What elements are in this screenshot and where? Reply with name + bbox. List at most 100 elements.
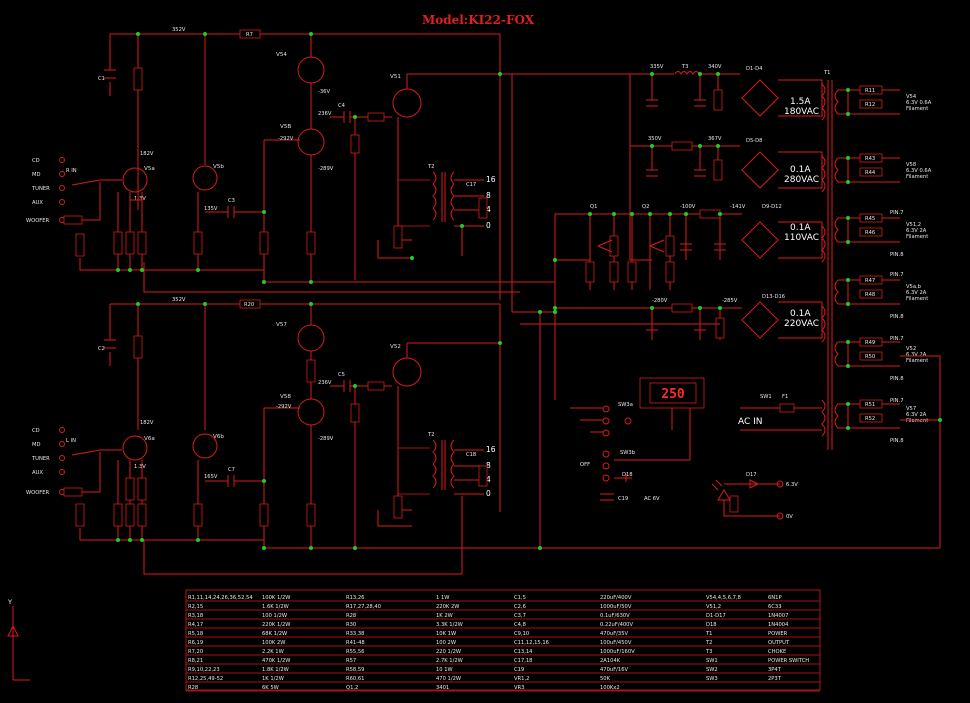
table-cell: SW2: [706, 667, 718, 673]
table-cell: 6K 5W: [262, 685, 279, 691]
resistor-label: R49: [865, 340, 875, 346]
table-cell: CHOKE: [768, 649, 786, 655]
table-cell: R8,21: [188, 658, 203, 664]
resistor-label: R48: [865, 292, 875, 298]
filament-tube: V58: [906, 162, 916, 168]
output-tap: 16: [486, 445, 496, 454]
tube-label: V52: [390, 344, 401, 350]
input-label: TUNER: [31, 186, 50, 192]
tube-label: V58: [280, 394, 291, 400]
left-channel-amplifier: R20 352V C2 V6a 182V 1.3V V6b 165V C7 V5…: [75, 297, 940, 575]
table-cell: C2,6: [514, 604, 526, 610]
table-cell: 1.6K 1/2W: [262, 604, 289, 610]
capacitor-label: C4: [338, 103, 346, 109]
capacitor-label: C2: [98, 346, 105, 352]
fuse-label: F1: [782, 394, 788, 400]
table-cell: 1.8K 1/2W: [262, 667, 289, 673]
power-supply: T3 335V 340V 350V 367V D1-D4 D5-D8 D9-D1…: [500, 64, 941, 548]
table-cell: 100 1/2W: [262, 613, 287, 619]
bridge-label: D1-D4: [746, 66, 763, 72]
table-cell: 0.22uF/400V: [600, 622, 633, 628]
voltage-label: -289V: [318, 436, 334, 442]
rating-current: 1.5A: [790, 97, 811, 107]
table-cell: R58,59: [346, 667, 364, 673]
voltage-label: 350V: [648, 136, 662, 142]
table-cell: 470uF/16V: [600, 667, 629, 673]
filament-label: Filament: [906, 296, 928, 302]
table-cell: C17,18: [514, 658, 532, 664]
table-cell: C19: [514, 667, 524, 673]
table-cell: 6N1P: [768, 595, 782, 601]
output-tap: 0: [486, 221, 491, 230]
table-cell: 1N4007: [768, 613, 788, 619]
resistor-label: R43: [865, 156, 875, 162]
table-cell: R13,26: [346, 595, 364, 601]
pin-label: PIN.7: [890, 336, 904, 342]
pin-label: PIN.7: [890, 272, 904, 278]
table-cell: 1K 2W: [436, 613, 453, 619]
table-cell: 100Kx2: [600, 685, 620, 691]
filament-tube: V51,2: [906, 222, 921, 228]
tube-label: V54: [276, 52, 287, 58]
pin-label: PIN.7: [890, 210, 904, 216]
transistor-label: Q2: [642, 204, 649, 210]
table-cell: R55,56: [346, 649, 364, 655]
resistor-label: R46: [865, 230, 875, 236]
table-cell: 100 2W: [436, 640, 456, 646]
resistor-label: R44: [865, 170, 876, 176]
channel-label: R IN: [66, 168, 77, 174]
choke-label: T3: [681, 64, 688, 70]
table-cell: 220K 2W: [436, 604, 459, 610]
right-input-selector: CD MD TUNER AUX WOOFER R IN: [26, 157, 122, 225]
filament-rating: 6.3V 2A: [906, 228, 927, 234]
voltage-label: -292V: [276, 404, 292, 410]
table-cell: R30: [346, 622, 356, 628]
voltage-label: 1.3V: [134, 464, 146, 470]
resistor-label: R50: [865, 354, 875, 360]
table-cell: D1-D17: [706, 613, 726, 619]
table-cell: 10K 1W: [436, 631, 456, 637]
table-cell: C13,14: [514, 649, 533, 655]
filament-tube: V57: [906, 406, 916, 412]
switch-label: SW3b: [620, 450, 636, 456]
voltage-label: 0V: [786, 514, 793, 520]
rating-current: 0.1A: [790, 309, 811, 319]
rating-voltage: 220VAC: [784, 319, 819, 329]
voltage-label: 335V: [650, 64, 664, 70]
table-cell: 100uF/450V: [600, 640, 632, 646]
axis-label: Y: [7, 598, 12, 606]
ac-label: AC 6V: [644, 496, 660, 502]
resistor-label: R45: [865, 216, 875, 222]
table-cell: 1000uF/50V: [600, 604, 632, 610]
table-cell: C1,5: [514, 595, 526, 601]
capacitor-label: C18: [466, 452, 476, 458]
filament-tube: V5a,b: [906, 284, 922, 290]
table-cell: 2.2K 1W: [262, 649, 284, 655]
input-label: TUNER: [31, 456, 50, 462]
output-tap: 4: [486, 475, 491, 484]
table-cell: R12,25,49-52: [188, 676, 223, 682]
table-cell: SW3: [706, 676, 718, 682]
pin-label: PIN.8: [890, 252, 904, 258]
filament-rating: 6.3V 2A: [906, 352, 927, 358]
table-cell: 3P4T: [768, 667, 782, 673]
voltage-label: 352V: [172, 297, 186, 303]
tube-label: V5B: [280, 124, 291, 130]
filament-rating: 6.3V 2A: [906, 290, 927, 296]
voltage-label: 1.3V: [134, 196, 146, 202]
voltage-label: -292V: [278, 136, 294, 142]
switch-label: OFF: [580, 462, 590, 468]
table-cell: Q1,2: [346, 685, 358, 691]
filament-tube: V54: [906, 94, 917, 100]
output-tap: 8: [486, 191, 491, 200]
table-cell: R41-48: [346, 640, 365, 646]
tube-label: V6b: [213, 434, 224, 440]
table-cell: V51,2: [706, 604, 721, 610]
table-cell: 1N4004: [768, 622, 789, 628]
table-cell: 220 1/2W: [436, 649, 461, 655]
table-cell: POWER SWITCH: [768, 658, 809, 664]
capacitor-label: C17: [466, 182, 476, 188]
table-cell: 50K: [600, 676, 611, 682]
table-cell: T3: [705, 649, 712, 655]
